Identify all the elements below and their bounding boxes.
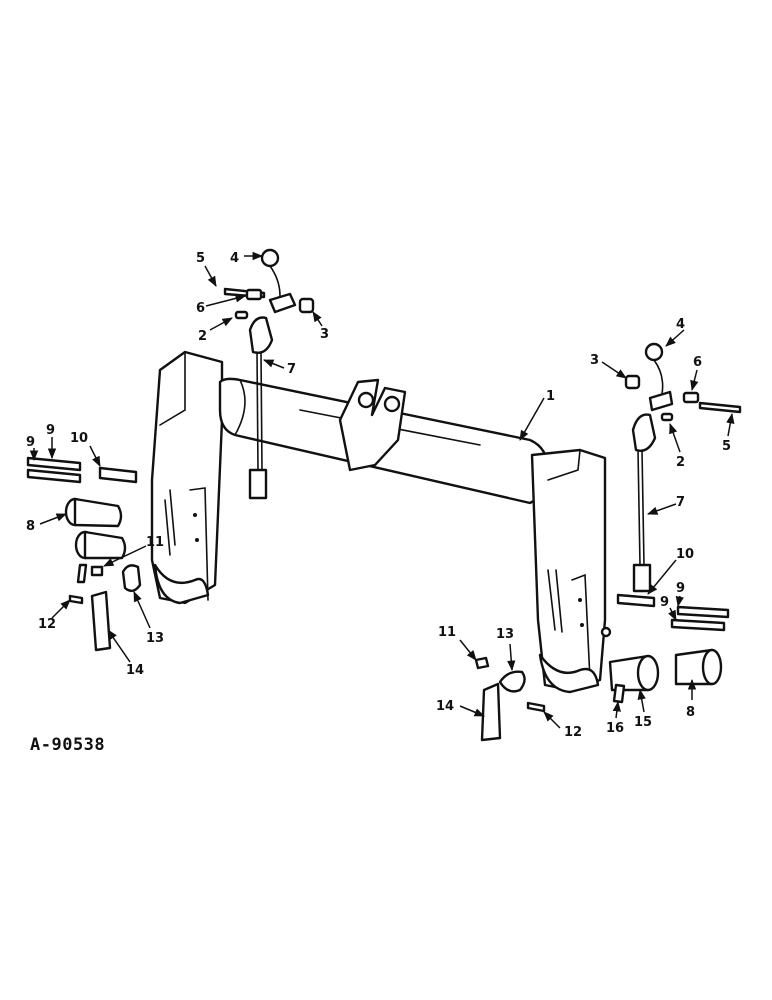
left-latch-14 xyxy=(90,590,112,652)
callout-1: 1 xyxy=(546,389,555,404)
right-rod-end xyxy=(632,563,652,593)
callout-right-10: 10 xyxy=(676,547,694,562)
right-sleeve-6 xyxy=(682,391,700,404)
callout-right-3: 3 xyxy=(590,353,599,368)
callout-right-5: 5 xyxy=(722,439,731,454)
left-pin-10 xyxy=(98,466,138,484)
right-link-13 xyxy=(498,670,526,693)
callout-right-15: 15 xyxy=(634,715,652,730)
right-pin-5 xyxy=(698,401,742,414)
left-pin-9b xyxy=(26,468,82,484)
callout-right-2: 2 xyxy=(676,455,685,470)
right-small-pin-12 xyxy=(526,701,546,713)
left-small-pin-12 xyxy=(68,594,84,605)
callout-left-14: 14 xyxy=(126,663,144,678)
callout-left-3: 3 xyxy=(320,327,329,342)
left-screw-2 xyxy=(234,310,249,320)
leader-lines xyxy=(29,251,735,729)
left-bushing xyxy=(298,297,315,314)
callout-left-4: 4 xyxy=(230,251,239,266)
callout-right-13: 13 xyxy=(496,627,514,642)
callout-left-10: 10 xyxy=(70,431,88,446)
right-latch-14 xyxy=(480,682,502,742)
callout-right-7: 7 xyxy=(676,495,685,510)
right-pin-16 xyxy=(612,683,626,704)
callout-right-8: 8 xyxy=(686,705,695,720)
left-spring-pin-11 xyxy=(90,565,104,577)
callout-right-11: 11 xyxy=(438,625,456,640)
figure-id: A-90538 xyxy=(30,735,105,755)
right-pin-9b xyxy=(676,605,730,619)
callout-left-7: 7 xyxy=(287,362,296,377)
right-spring-pin-11 xyxy=(474,656,490,670)
callout-left-13: 13 xyxy=(146,631,164,646)
right-bushing xyxy=(624,374,641,390)
right-handle-knob xyxy=(644,342,664,362)
right-pin-10 xyxy=(616,593,656,608)
callout-right-9b: 9 xyxy=(660,595,669,610)
callout-left-2: 2 xyxy=(198,329,207,344)
callout-right-14: 14 xyxy=(436,699,454,714)
left-rod-end xyxy=(248,468,268,500)
right-cam xyxy=(631,413,657,452)
right-handle-base xyxy=(648,390,674,412)
left-handle-base xyxy=(268,292,297,314)
right-latch-assembly xyxy=(474,342,742,742)
left-pin-9a xyxy=(26,456,82,472)
callout-left-5: 5 xyxy=(196,251,205,266)
callout-right-12: 12 xyxy=(564,725,582,740)
callout-labels: 1 5 4 6 2 3 7 9 9 10 8 11 12 13 14 4 3 6… xyxy=(26,251,731,740)
callout-right-4: 4 xyxy=(676,317,685,332)
callout-right-16: 16 xyxy=(606,721,624,736)
right-screw-2 xyxy=(660,412,674,422)
callout-left-12: 12 xyxy=(38,617,56,632)
left-handle-knob xyxy=(260,248,280,268)
left-link-13 xyxy=(121,564,142,593)
callout-left-9b: 9 xyxy=(46,423,55,438)
callout-left-8: 8 xyxy=(26,519,35,534)
main-frame xyxy=(150,350,612,694)
callout-right-6: 6 xyxy=(693,355,702,370)
callout-left-11: 11 xyxy=(146,535,164,550)
callout-left-9a: 9 xyxy=(26,435,35,450)
left-sleeve-6 xyxy=(245,288,263,301)
left-latch-assembly xyxy=(26,248,315,652)
callout-left-6: 6 xyxy=(196,301,205,316)
callout-right-9a: 9 xyxy=(676,581,685,596)
left-cam xyxy=(248,316,274,354)
right-pin-9a xyxy=(670,618,726,632)
